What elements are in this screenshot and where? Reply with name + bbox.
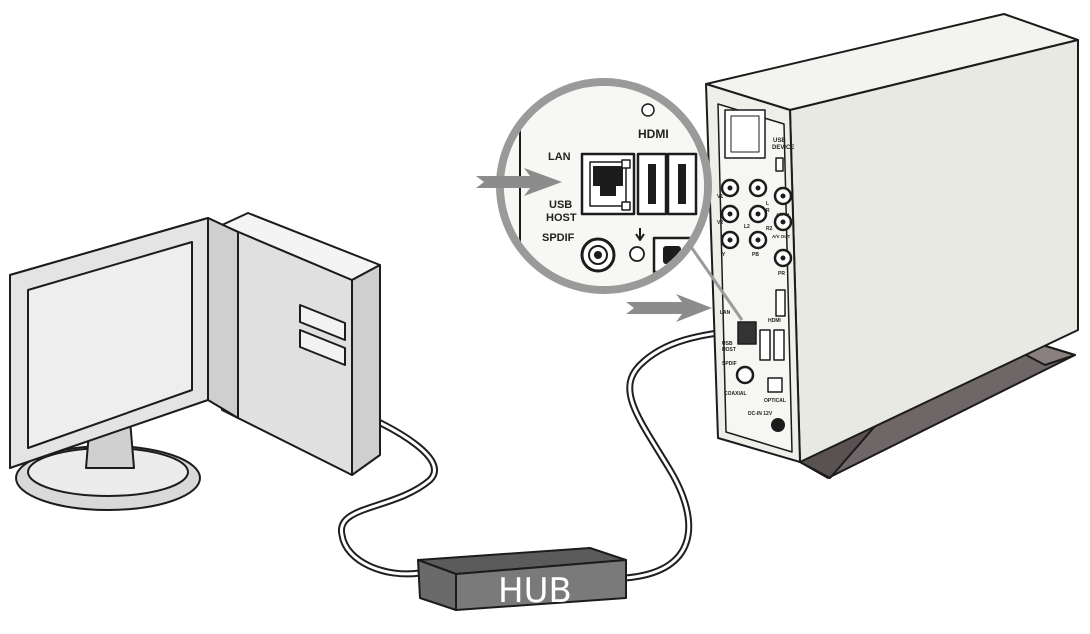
svg-text:USB: USB <box>722 341 733 347</box>
svg-text:LAN: LAN <box>720 310 731 316</box>
pc-monitor-stand <box>15 419 201 511</box>
svg-text:L: L <box>766 201 769 207</box>
zoom-callout: HDMI LAN USB HOST SPDIF <box>496 78 744 321</box>
svg-text:HOST: HOST <box>722 347 736 353</box>
monitor-screen <box>27 241 193 449</box>
svg-text:LAN: LAN <box>548 151 571 163</box>
pc-tower <box>221 212 381 476</box>
media-player <box>705 13 1079 463</box>
svg-text:HOST: HOST <box>546 212 577 224</box>
svg-text:HDMI: HDMI <box>638 127 669 141</box>
device-side <box>789 39 1079 463</box>
callout-labels: HDMI LAN USB HOST SPDIF <box>542 127 669 244</box>
device-panel-labels: USB DEVICE V1 V2 L R L2 R2 Y PB PR A/V I… <box>717 138 794 417</box>
svg-text:OPTICAL: OPTICAL <box>764 398 786 404</box>
device-hdmi-port <box>775 289 786 317</box>
svg-text:PB: PB <box>752 252 759 258</box>
svg-text:SPDIF: SPDIF <box>722 361 737 367</box>
svg-text:COAXIAL: COAXIAL <box>724 391 747 397</box>
arrow-device-lan <box>626 294 712 322</box>
svg-text:V2: V2 <box>717 220 723 226</box>
svg-text:USB: USB <box>549 199 572 211</box>
svg-text:Y: Y <box>722 252 726 258</box>
cables <box>338 326 744 582</box>
svg-text:R: R <box>766 208 770 214</box>
svg-text:V1: V1 <box>717 194 723 200</box>
pc-monitor <box>9 217 239 469</box>
svg-text:PR: PR <box>778 271 785 277</box>
svg-text:R2: R2 <box>766 226 773 232</box>
computer <box>9 212 381 511</box>
device-lan-port <box>737 321 757 345</box>
svg-text:DEVICE: DEVICE <box>772 145 794 151</box>
svg-text:DC-IN 12V: DC-IN 12V <box>748 411 773 417</box>
hub-box <box>417 547 627 611</box>
hub-label: HUB <box>498 571 572 611</box>
svg-text:A/V IN: A/V IN <box>776 212 789 217</box>
svg-text:SPDIF: SPDIF <box>542 232 575 244</box>
svg-text:A/V OUT: A/V OUT <box>772 234 791 239</box>
pointer-arrows <box>476 168 712 322</box>
arrow-callout-lan <box>476 168 562 196</box>
svg-text:USB: USB <box>773 138 786 144</box>
svg-text:HDMI: HDMI <box>768 318 781 324</box>
svg-text:L2: L2 <box>744 224 750 230</box>
